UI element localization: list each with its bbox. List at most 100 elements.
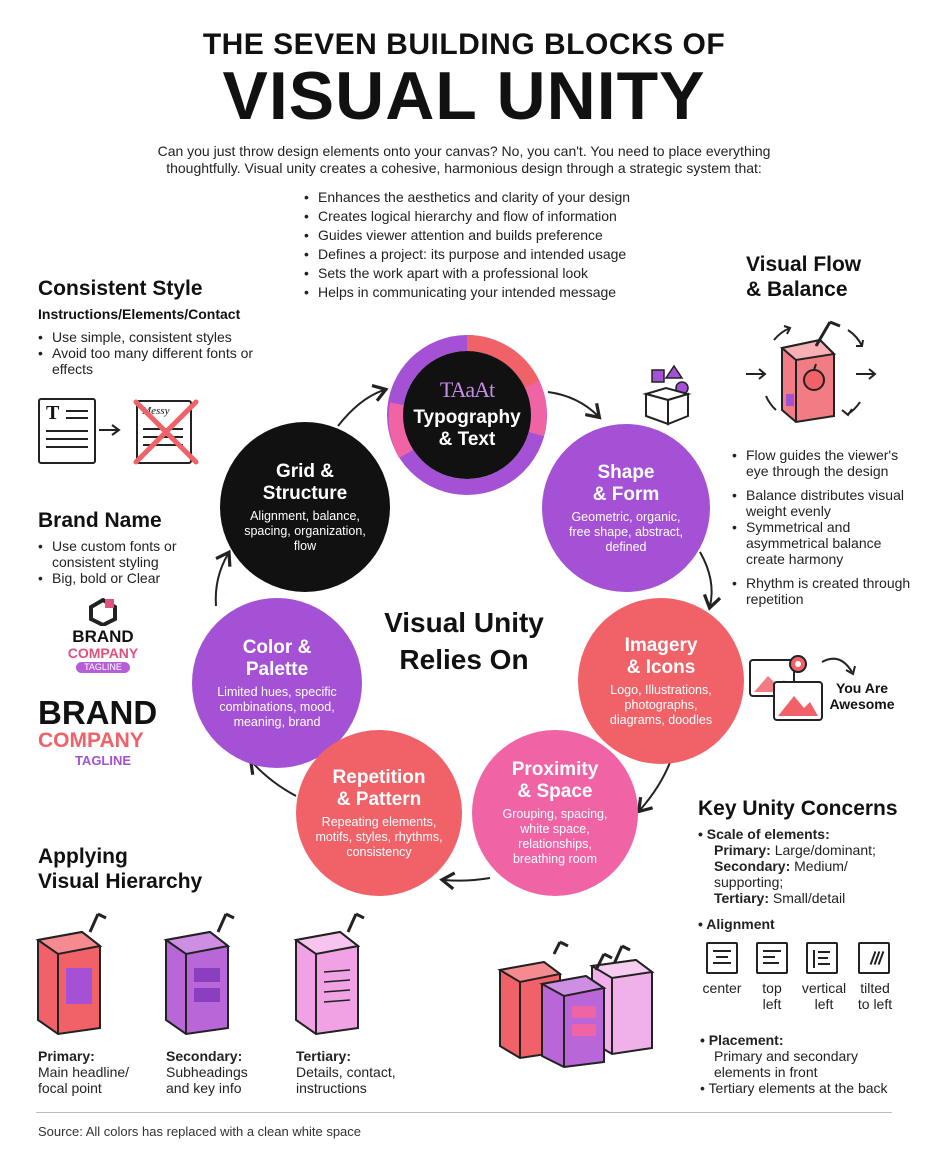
align-top-left-icon	[756, 942, 788, 974]
visual-flow-bullets: Flow guides the viewer's eye through the…	[732, 447, 912, 607]
hierarchy-title-line1: Applying	[38, 845, 128, 868]
align-center-icon	[706, 942, 738, 974]
placement-section: • Placement: Primary and secondary eleme…	[700, 1032, 910, 1096]
intro-bullet: Defines a project: its purpose and inten…	[304, 245, 664, 264]
hierarchy-item-desc: Subheadings	[166, 1064, 248, 1080]
list-item: Use custom fonts or consistent styling	[38, 538, 198, 570]
list-item: Avoid too many different fonts or effect…	[38, 345, 258, 377]
intro-bullet: Creates logical hierarchy and flow of in…	[304, 207, 664, 226]
align-vertical-left-icon	[806, 942, 838, 974]
scale-label-text: Scale of elements:	[706, 826, 830, 842]
brand-name-title: Brand Name	[38, 509, 162, 532]
align-option-line1: top	[762, 980, 782, 996]
block-shape: Shape & Form Geometric, organic, free sh…	[542, 424, 710, 592]
intro-bullet: Enhances the aesthetics and clarity of y…	[304, 188, 664, 207]
visual-flow-title: Visual Flow & Balance	[746, 252, 861, 302]
placement-label: • Placement:	[700, 1032, 784, 1048]
key-concerns-title: Key Unity Concerns	[698, 797, 898, 820]
hierarchy-item-desc: Main headline/	[38, 1064, 130, 1080]
awesome-line2: Awesome	[829, 696, 895, 712]
brand-logo-large: BRAND COMPANY TAGLINE	[38, 694, 168, 769]
block-imagery: Imagery & Icons Logo, Illustrations, pho…	[578, 598, 744, 764]
scale-primary: Primary: Large/dominant;	[698, 842, 908, 858]
list-item: Rhythm is created through repetition	[732, 575, 912, 607]
block-typography: TAaAt Typography & Text	[400, 348, 534, 482]
placement-line: Primary and secondary	[714, 1048, 858, 1064]
align-option-label: tilted to left	[848, 980, 902, 1012]
consistent-style-title: Consistent Style	[38, 277, 203, 300]
consistent-style-subtitle: Instructions/Elements/Contact	[38, 306, 241, 322]
block-desc: Alignment, balance, spacing, organizatio…	[244, 508, 366, 553]
intro-text: Can you just throw design elements onto …	[157, 143, 771, 176]
brand-logo-icon	[89, 598, 117, 626]
brand-logo-small: BRAND COMPANY TAGLINE	[62, 628, 144, 673]
list-item: Balance distributes visual weight evenly	[732, 487, 912, 519]
juice-box-stack-icon	[497, 940, 655, 1068]
scale-secondary: Secondary: Medium/	[698, 858, 908, 874]
curved-arrow-icon	[821, 657, 856, 676]
align-option-line2: to left	[857, 996, 893, 1012]
alignment-label: • Alignment	[698, 916, 775, 932]
typography-ring	[387, 335, 547, 495]
awesome-line1: You Are	[835, 680, 889, 696]
align-tilted-left-icon	[858, 942, 890, 974]
title-top: THE SEVEN BUILDING BLOCKS OF	[202, 28, 726, 61]
arrow-right-icon	[99, 424, 121, 436]
source-text: Source: All colors has replaced with a c…	[38, 1124, 362, 1139]
block-title: Repetition	[332, 766, 426, 788]
block-title: Color &	[242, 636, 312, 658]
block-title: & Pattern	[336, 788, 422, 810]
juice-box-secondary-icon	[163, 912, 235, 1036]
scale-tertiary-value: Small/detail	[772, 890, 846, 906]
scale-tertiary: Tertiary: Small/detail	[698, 890, 908, 906]
block-title: Structure	[262, 482, 348, 504]
align-option-line1: vertical	[801, 980, 847, 996]
hierarchy-item-secondary: Secondary: Subheadings and key info	[166, 1048, 248, 1096]
block-title: & Icons	[626, 656, 696, 678]
footer-divider	[36, 1112, 892, 1113]
visual-flow-title-line1: Visual Flow	[746, 253, 862, 276]
block-desc: Grouping, spacing, white space, relation…	[502, 807, 608, 866]
block-desc: Repeating elements, motifs, styles, rhyt…	[315, 814, 443, 859]
block-repetition: Repetition & Pattern Repeating elements,…	[296, 730, 462, 896]
list-item: Flow guides the viewer's eye through the…	[732, 447, 912, 479]
align-option-line1: tilted	[860, 980, 890, 996]
hierarchy-title-line2: Visual Hierarchy	[38, 870, 203, 893]
center-label-line1: Visual Unity	[384, 607, 544, 638]
placement-bullet-text: Tertiary elements at the back	[708, 1080, 888, 1096]
hierarchy-item-label: Tertiary:	[296, 1048, 351, 1064]
cross-icon	[133, 399, 199, 465]
block-desc: Logo, Illustrations, photographs, diagra…	[609, 682, 713, 727]
block-title: & Text	[438, 429, 496, 450]
hierarchy-item-primary: Primary: Main headline/ focal point	[38, 1048, 129, 1096]
scale-secondary-cont: supporting;	[714, 874, 784, 890]
block-grid: Grid & Structure Alignment, balance, spa…	[220, 422, 390, 592]
center-label: Visual Unity Relies On	[344, 604, 584, 678]
intro-bullet: Guides viewer attention and builds prefe…	[304, 226, 664, 245]
cycle-arrows	[214, 384, 722, 891]
align-option-label: top left	[746, 980, 798, 1012]
list-item: Big, bold or Clear	[38, 570, 198, 586]
hierarchy-item-desc: Details, contact,	[296, 1064, 396, 1080]
center-label-line2: Relies On	[399, 644, 529, 675]
scale-primary-value: Large/dominant;	[774, 842, 876, 858]
block-desc: Geometric, organic, free shape, abstract…	[569, 509, 683, 554]
visual-flow-title-line2: & Balance	[746, 278, 848, 301]
list-item: Symmetrical and asymmetrical balance cre…	[732, 519, 912, 567]
align-option-line1: center	[702, 980, 742, 996]
title-main: VISUAL UNITY	[222, 58, 706, 134]
brand-logo-tagline: TAGLINE	[74, 753, 132, 768]
consistent-style-bullets: Use simple, consistent styles Avoid too …	[38, 329, 258, 377]
juice-box-flow-icon	[746, 320, 877, 424]
typography-glyphs-icon: TAaAt	[439, 377, 495, 402]
align-option-line2: left	[762, 996, 782, 1012]
block-proximity: Proximity & Space Grouping, spacing, whi…	[472, 730, 638, 896]
brand-logo-line1: BRAND	[38, 694, 158, 731]
hierarchy-item-tertiary: Tertiary: Details, contact, instructions	[296, 1048, 396, 1096]
align-option-line2: left	[814, 996, 834, 1012]
placement-bullet: • Tertiary elements at the back	[700, 1080, 888, 1096]
hierarchy-item-label: Primary:	[38, 1048, 95, 1064]
placement-line: elements in front	[714, 1064, 818, 1080]
placement-label-text: Placement:	[708, 1032, 784, 1048]
hierarchy-title: Applying Visual Hierarchy	[38, 844, 202, 894]
